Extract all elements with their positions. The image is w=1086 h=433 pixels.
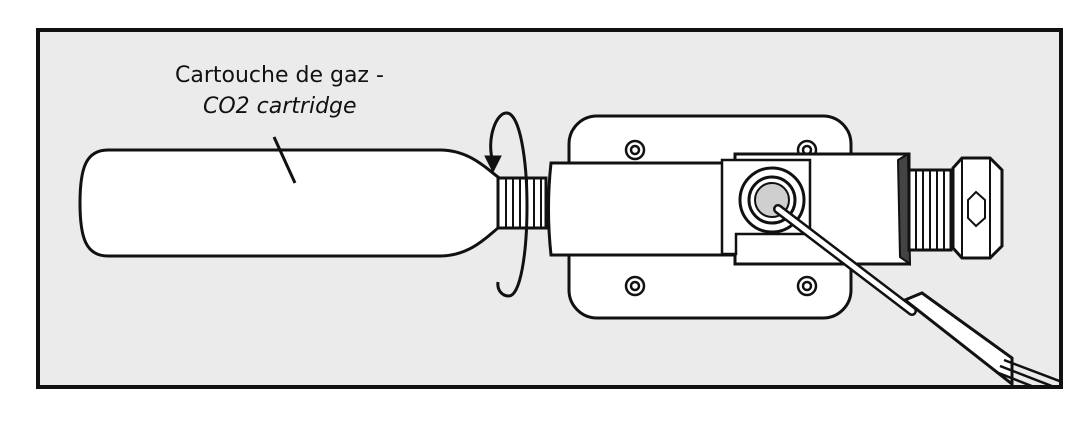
- co2-cartridge: [78, 148, 500, 258]
- callout-label-english: CO2 cartridge: [203, 94, 357, 119]
- callout-leader-line: [272, 136, 297, 184]
- pull-cord: [773, 204, 1061, 387]
- hex-nut: [951, 156, 1004, 260]
- sealing-ring: [896, 152, 912, 266]
- threaded-outlet: [907, 168, 953, 252]
- rotation-arrow: [484, 111, 529, 298]
- plate-bolts: [624, 139, 818, 297]
- callout-label-french: Cartouche de gaz -: [175, 63, 384, 88]
- cartridge-thread: [496, 176, 548, 230]
